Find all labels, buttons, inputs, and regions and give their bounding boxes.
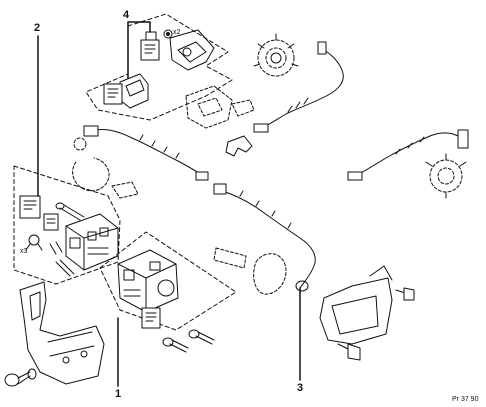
leader-line-4 — [127, 21, 151, 79]
rear-right-sensor-harness — [347, 129, 469, 181]
group-2-bolt-long — [55, 202, 85, 221]
group-2-dashed-boundary — [13, 165, 121, 285]
group-2-instruction-card — [19, 195, 41, 219]
ghost-hub-left — [72, 157, 139, 199]
group-2-grommet — [25, 234, 43, 251]
group-2-instruction-card-2 — [43, 213, 59, 231]
group-4-dashed-boundary — [85, 13, 233, 121]
callout-3: 3 — [297, 382, 304, 394]
ghost-bracket — [185, 85, 255, 129]
abs-mounting-bracket — [19, 281, 105, 385]
front-right-sensor-harness — [253, 41, 344, 133]
group-4-nut-top — [163, 29, 173, 39]
wheel-hub-front — [257, 39, 295, 77]
bracket-fixing-bolt — [4, 368, 37, 387]
group-4-instruction-card-lower — [103, 83, 123, 105]
label-x3: x3 — [20, 248, 28, 255]
callout-2: 2 — [34, 22, 41, 34]
wheel-hub-rear-solid — [425, 153, 467, 199]
wheel-hub-front-solid — [253, 33, 299, 67]
group-1-hydraulic-unit — [117, 249, 179, 313]
callout-4: 4 — [123, 9, 130, 21]
figure-reference: Pr 37 90 — [452, 396, 479, 403]
front-left-sensor-harness — [73, 125, 209, 181]
bracket-plate-bolt-bottom — [337, 343, 361, 361]
group-2-bolts-small — [49, 241, 75, 277]
callout-1: 1 — [115, 388, 122, 400]
bracket-plate-bolt-top — [395, 287, 415, 301]
group-1-instruction-card — [141, 307, 161, 329]
group-4-bracket-lower — [119, 73, 149, 109]
label-x2: x2 — [173, 29, 181, 36]
group-4-bracket-top — [169, 29, 215, 71]
ghost-rear-hub — [213, 247, 287, 295]
center-sensor-harness — [213, 183, 316, 292]
rear-sensor-bracket-plate — [319, 265, 393, 345]
group-2-hydraulic-unit — [65, 213, 119, 271]
mounting-bolt-2 — [188, 329, 215, 345]
mounting-bolt-1 — [162, 337, 189, 353]
sensor-clip — [225, 135, 253, 157]
wheel-hub-rear — [429, 159, 463, 193]
group-1-dashed-boundary — [99, 231, 237, 331]
group-4-instruction-card-top — [140, 31, 160, 61]
